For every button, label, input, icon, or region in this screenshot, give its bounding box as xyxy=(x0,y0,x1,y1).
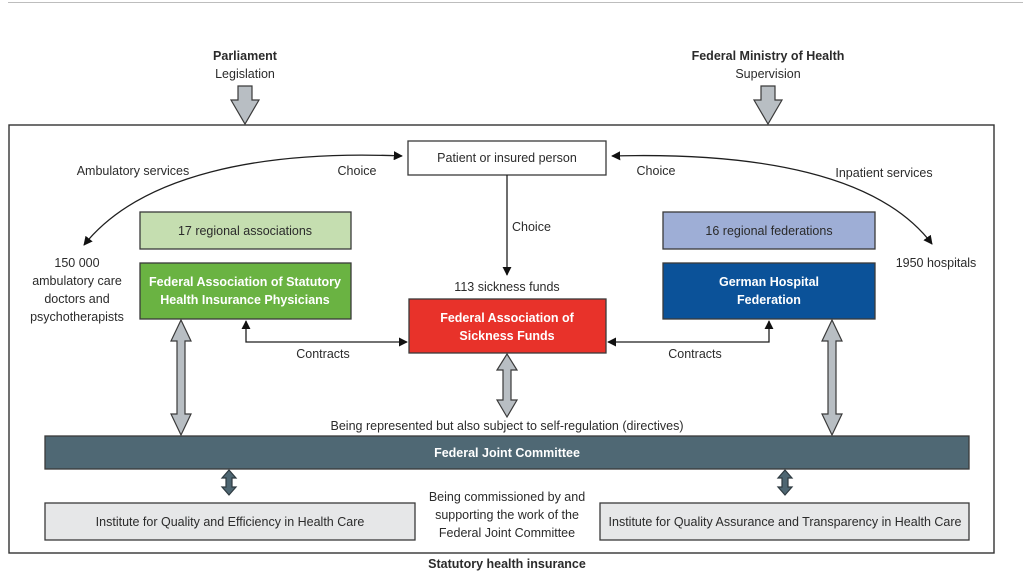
hospital-committee-arrow-icon xyxy=(821,318,843,437)
commissioned-label-line1: Being commissioned by and xyxy=(429,490,585,504)
doctors-label-line2: ambulatory care xyxy=(32,274,122,288)
regional-associations-box xyxy=(139,211,352,250)
parliament-label: Parliament xyxy=(213,49,278,63)
commissioned-label-line2: supporting the work of the xyxy=(435,508,579,522)
top-divider xyxy=(8,2,1023,3)
patient-box xyxy=(407,140,607,176)
ambulatory-choice-arrow xyxy=(83,151,403,246)
physicians-association-label-line2: Health Insurance Physicians xyxy=(160,293,330,307)
sickness-funds-label-line2: Sickness Funds xyxy=(459,329,554,343)
contracts-right-label: Contracts xyxy=(668,347,722,361)
hospital-federation-label-line1: German Hospital xyxy=(719,275,819,289)
sickness-funds-box xyxy=(408,298,607,354)
regional-federations-label: 16 regional federations xyxy=(705,224,832,238)
legislation-arrow-icon xyxy=(229,85,261,126)
contracts-right-arrow xyxy=(607,320,774,347)
iqwig-arrow-icon xyxy=(220,469,238,496)
supervision-arrow-icon xyxy=(752,85,784,126)
federal-joint-committee-label: Federal Joint Committee xyxy=(434,446,580,460)
contracts-left-arrow xyxy=(241,320,408,347)
legislation-label: Legislation xyxy=(215,67,275,81)
physicians-committee-arrow-icon xyxy=(170,318,192,437)
doctors-label-line3: doctors and xyxy=(44,292,109,306)
hospitals-label: 1950 hospitals xyxy=(896,256,977,270)
commissioned-label-line3: Federal Joint Committee xyxy=(439,526,575,540)
ambulatory-services-label: Ambulatory services xyxy=(77,164,190,178)
choice-left-label: Choice xyxy=(338,164,377,178)
inpatient-services-label: Inpatient services xyxy=(835,166,932,180)
sickness-funds-count-label: 113 sickness funds xyxy=(454,280,559,294)
federal-joint-committee-box xyxy=(44,435,970,470)
doctors-count-label: 150 000 xyxy=(54,256,99,270)
funds-representation-arrow-icon xyxy=(495,352,519,419)
iqwig-label: Institute for Quality and Efficiency in … xyxy=(96,515,365,529)
physicians-association-label-line1: Federal Association of Statutory xyxy=(149,275,341,289)
choice-center-label: Choice xyxy=(512,220,551,234)
frame-caption: Statutory health insurance xyxy=(428,557,586,571)
physicians-association-box xyxy=(139,262,352,320)
regional-associations-label: 17 regional associations xyxy=(178,224,312,238)
iqtig-arrow-icon xyxy=(776,469,794,496)
doctors-label-line4: psychotherapists xyxy=(30,310,124,324)
choice-right-label: Choice xyxy=(637,164,676,178)
hospital-federation-box xyxy=(662,262,876,320)
iqwig-box xyxy=(44,502,416,541)
supervision-label: Supervision xyxy=(735,67,800,81)
represented-label: Being represented but also subject to se… xyxy=(331,419,684,433)
regional-federations-box xyxy=(662,211,876,250)
ministry-label: Federal Ministry of Health xyxy=(692,49,845,63)
patient-label: Patient or insured person xyxy=(437,151,577,165)
hospital-federation-label-line2: Federation xyxy=(737,293,801,307)
sickness-funds-label-line1: Federal Association of xyxy=(440,311,574,325)
contracts-left-label: Contracts xyxy=(296,347,350,361)
inpatient-choice-arrow xyxy=(611,151,933,245)
iqtig-box xyxy=(599,502,970,541)
iqtig-label: Institute for Quality Assurance and Tran… xyxy=(609,515,962,529)
